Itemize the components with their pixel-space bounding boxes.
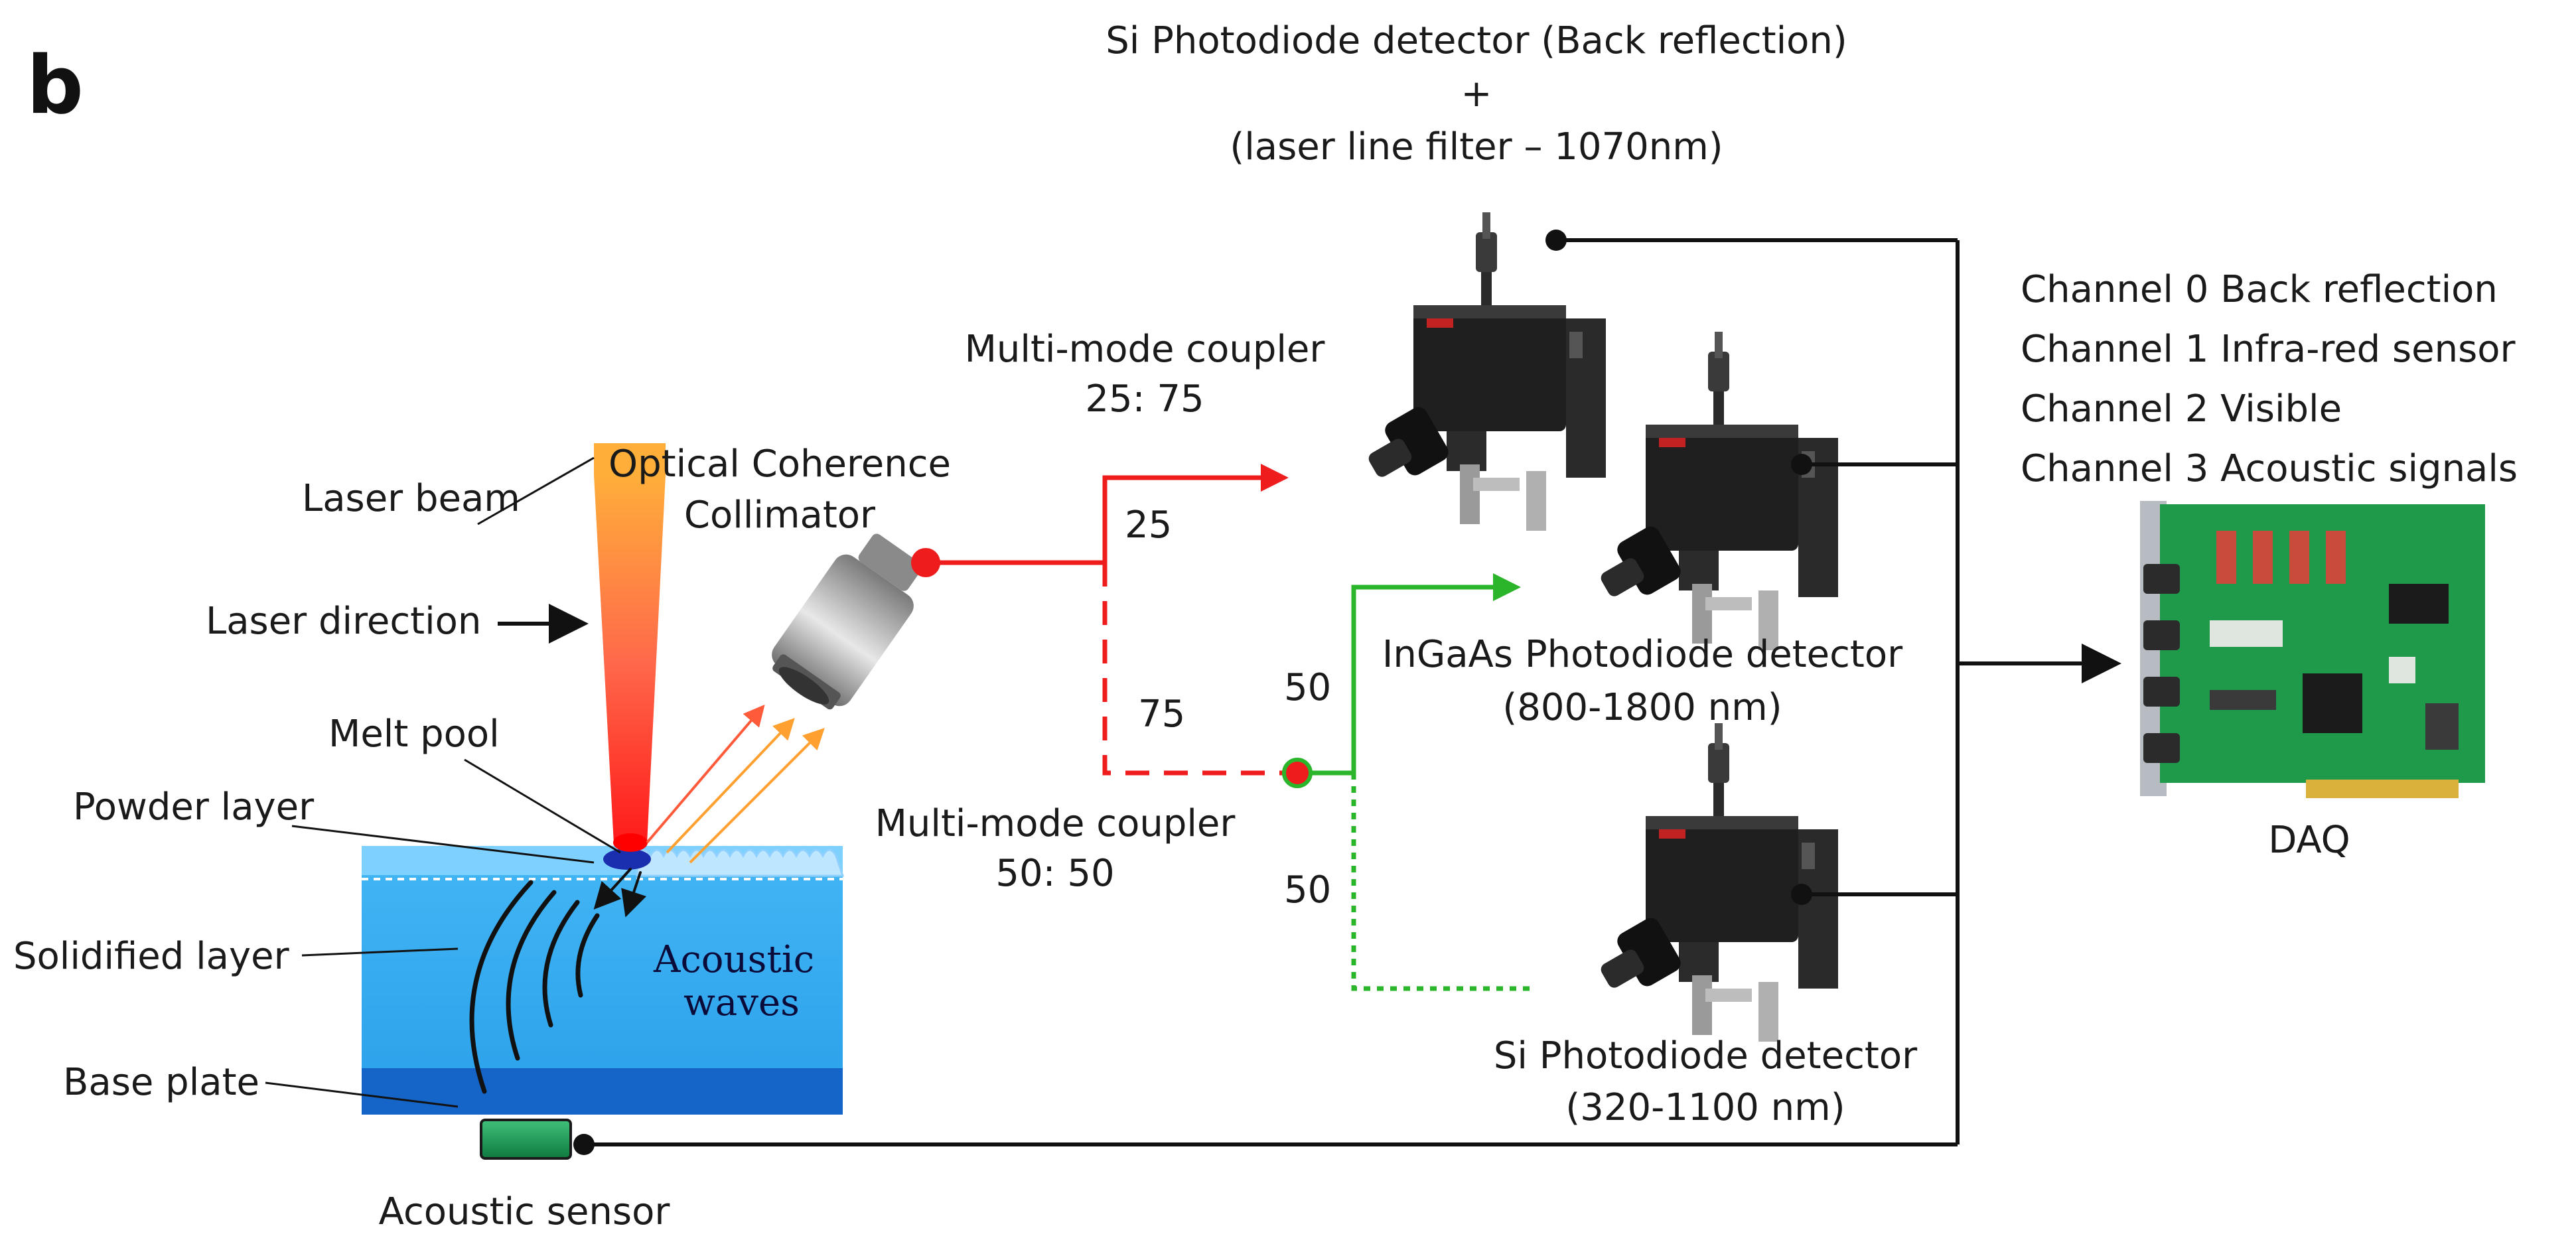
ingaas-detector-label-1: InGaAs Photodiode detector [1382,633,1903,676]
coupler-bottom-label-2: 50: 50 [995,852,1114,895]
acoustic-wave-arcs [469,868,647,1094]
channel-3-label: Channel 3 Acoustic signals [2021,447,2518,490]
daq-card [2140,501,2485,798]
top-detector-label-1: Si Photodiode detector (Back reflection) [1106,19,1847,62]
si-detector-label-2: (320-1100 nm) [1565,1086,1845,1129]
channel-0-label: Channel 0 Back reflection [2021,268,2498,311]
channel-1-label: Channel 1 Infra-red sensor [2021,328,2516,371]
acoustic-sensor-label: Acoustic sensor [379,1190,671,1233]
collimator-label-1: Optical Coherence [608,443,951,486]
acoustic-sensor-shape [480,1119,572,1160]
melt-pool-shape [603,849,651,870]
top-detector-label-3: (laser line filter – 1070nm) [1230,125,1723,169]
coupler-node-dot [1282,758,1313,788]
fiber-network [911,464,1530,991]
coupler-top-label-1: Multi-mode coupler [965,328,1326,371]
back-reflection-detector [1366,212,1606,531]
collimator-label-2: Collimator [684,494,876,537]
collimator-device [772,533,922,710]
split-75-label: 75 [1138,693,1185,736]
top-detector-label-2: + [1461,72,1492,115]
laser-direction-label: Laser direction [206,600,481,643]
split-50-lower-label: 50 [1284,868,1331,912]
base-plate [362,1068,843,1115]
emission-rays [646,704,825,864]
split-50-upper-label: 50 [1284,666,1331,709]
si-detector-label-1: Si Photodiode detector [1494,1034,1918,1077]
coupler-bottom-label-1: Multi-mode coupler [875,802,1236,845]
daq-label: DAQ [2268,819,2350,862]
melt-pool-label: Melt pool [328,713,500,756]
channel-2-label: Channel 2 Visible [2021,387,2342,431]
split-25-label: 25 [1125,504,1172,547]
acoustic-waves-label-1: Acoustic [653,938,814,981]
solidified-layer-label: Solidified layer [13,935,290,978]
si-visible-detector [1599,723,1838,1042]
powder-layer-label: Powder layer [73,786,315,829]
panel-label: b [27,40,84,132]
collimator-port-dot [911,548,940,577]
base-plate-label: Base plate [63,1061,259,1104]
laser-beam-shape [594,443,666,852]
coupler-top-label-2: 25: 75 [1085,378,1204,421]
laser-beam-label: Laser beam [302,477,520,520]
acoustic-waves-label-2: waves [683,981,800,1024]
signal-wiring [573,230,2121,1155]
ingaas-detector [1599,332,1838,650]
powder-bed [636,849,845,877]
ingaas-detector-label-2: (800-1800 nm) [1502,686,1782,729]
